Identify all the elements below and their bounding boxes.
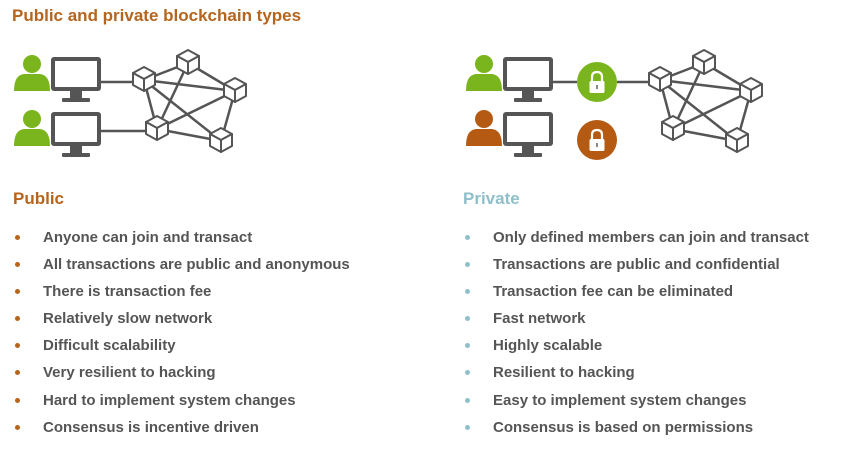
list-item: Very resilient to hacking (13, 359, 350, 386)
bullet-dot (465, 424, 470, 430)
public-feature-list: Anyone can join and transact All transac… (13, 224, 350, 441)
bullet-dot (15, 262, 20, 268)
bullet-dot (15, 235, 20, 240)
list-item: Difficult scalability (13, 332, 350, 359)
private-feature-list: Only defined members can join and transa… (463, 224, 809, 441)
private-heading: Private (463, 189, 520, 208)
network-cube-icon (223, 77, 247, 103)
computer-icon (503, 57, 553, 102)
list-item: There is transaction fee (13, 278, 350, 305)
user-icon (14, 110, 50, 146)
list-item: Only defined members can join and transa… (463, 224, 809, 251)
computer-icon (51, 112, 101, 157)
list-item: Resilient to hacking (463, 359, 809, 386)
network-cube-icon (176, 49, 200, 75)
bullet-dot (15, 316, 20, 322)
bullet-dot (15, 397, 20, 403)
list-item: Relatively slow network (13, 305, 350, 332)
bullet-dot (15, 370, 20, 376)
computer-icon (51, 57, 101, 102)
private-network-illustration (466, 49, 763, 160)
list-item: Highly scalable (463, 332, 809, 359)
network-cube-icon (661, 115, 685, 141)
network-cube-icon (725, 127, 749, 153)
lock-icon (577, 120, 617, 160)
bullet-dot (465, 370, 470, 376)
list-item: All transactions are public and anonymou… (13, 251, 350, 278)
network-cube-icon (209, 127, 233, 153)
lock-icon (577, 62, 617, 102)
bullet-dot (465, 397, 470, 403)
public-heading: Public (13, 189, 65, 208)
public-network-illustration (14, 49, 247, 157)
list-item: Transaction fee can be eliminated (463, 278, 809, 305)
network-cube-icon (145, 115, 169, 141)
user-icon (466, 55, 502, 91)
bullet-dot (15, 424, 20, 430)
network-cube-icon (648, 66, 672, 92)
bullet-dot (465, 343, 470, 349)
computer-icon (503, 112, 553, 157)
list-item: Easy to implement system changes (463, 387, 809, 414)
list-item: Consensus is incentive driven (13, 414, 350, 441)
bullet-dot (15, 343, 20, 349)
bullet-dot (465, 235, 470, 240)
user-icon (466, 110, 502, 146)
list-item: Fast network (463, 305, 809, 332)
list-item: Hard to implement system changes (13, 387, 350, 414)
network-cube-icon (692, 49, 716, 75)
list-item: Transactions are public and confidential (463, 251, 809, 278)
network-cube-icon (739, 77, 763, 103)
list-item: Consensus is based on permissions (463, 414, 809, 441)
bullet-dot (465, 262, 470, 268)
bullet-dot (465, 316, 470, 322)
network-cube-icon (132, 66, 156, 92)
bullet-dot (15, 289, 20, 295)
page-title: Public and private blockchain types (12, 6, 302, 25)
user-icon (14, 55, 50, 91)
bullet-dot (465, 289, 470, 295)
list-item: Anyone can join and transact (13, 224, 350, 251)
